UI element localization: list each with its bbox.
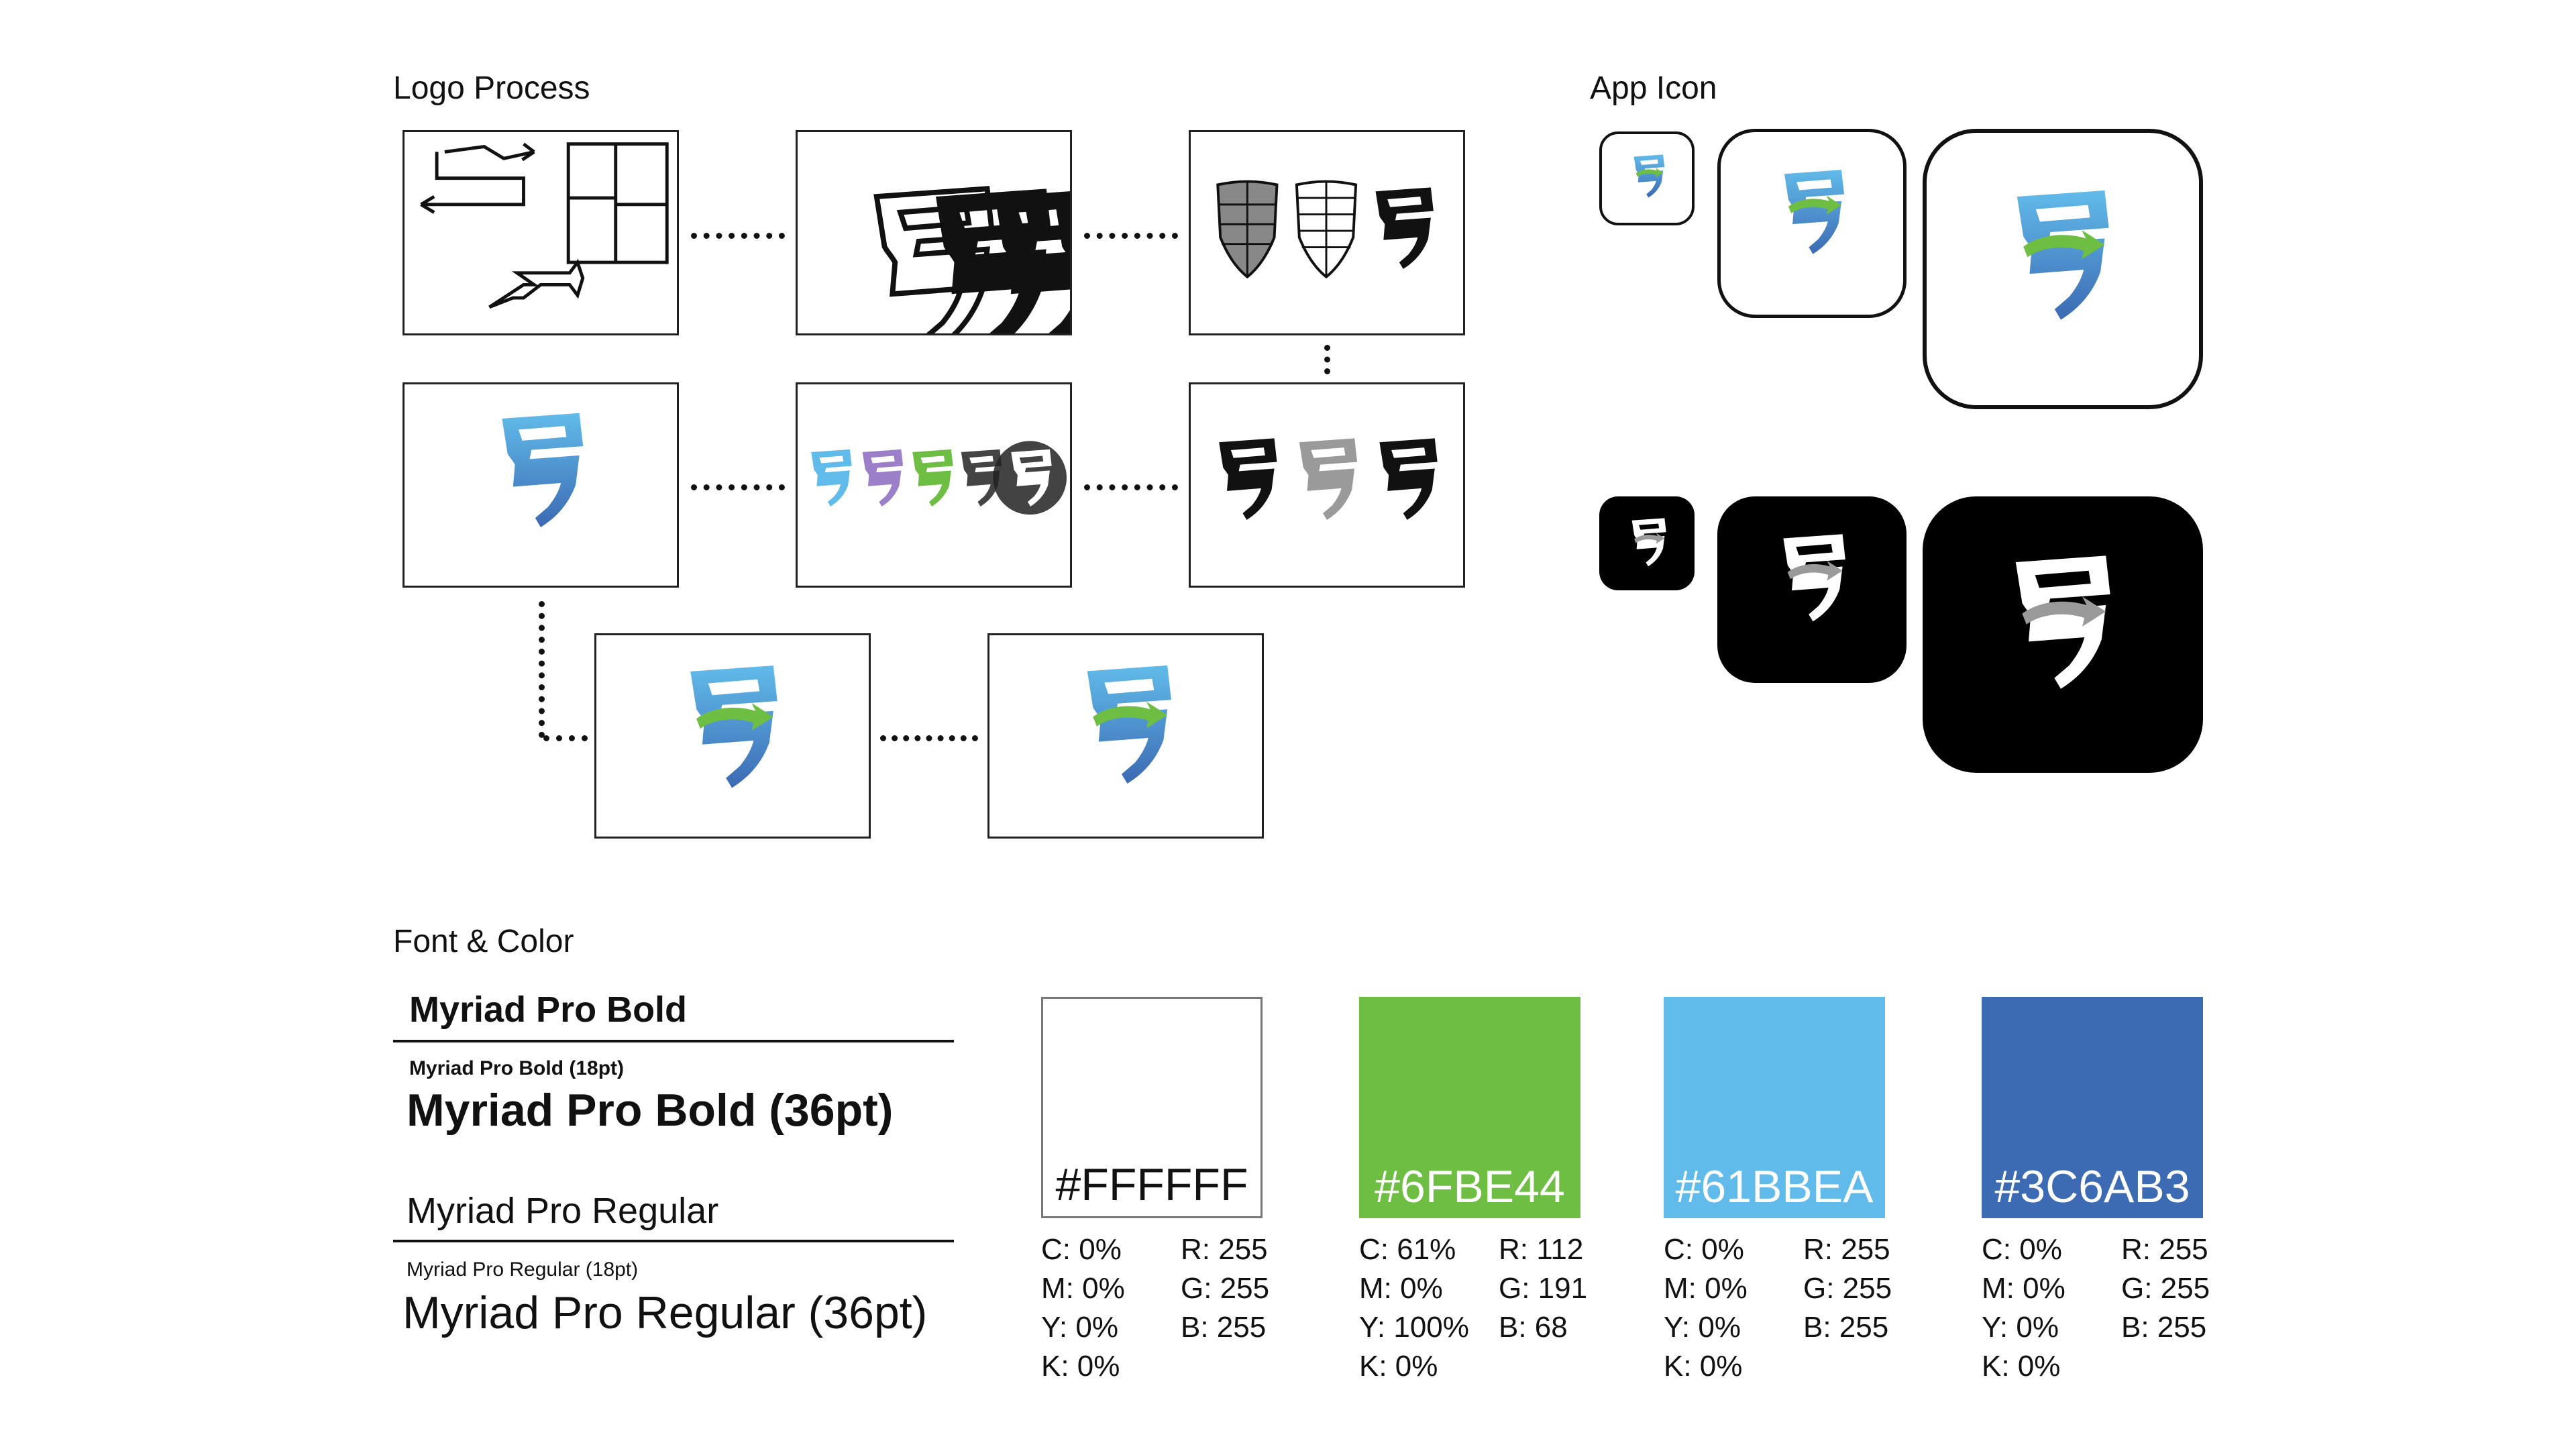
color-swatch: #FFFFFF: [1041, 997, 1263, 1218]
logo-process-title: Logo Process: [393, 70, 590, 106]
font-bold-18pt: Myriad Pro Bold (18pt): [409, 1057, 625, 1079]
connector-3-6: [1324, 345, 1330, 374]
rgb-value: G: 255: [1803, 1272, 1892, 1305]
cmyk-value: M: 0%: [1041, 1272, 1125, 1305]
connector-6-5: [1084, 484, 1178, 490]
connector-7-8: [880, 735, 978, 741]
rgb-value: G: 255: [2121, 1272, 2210, 1305]
font-regular-18pt: Myriad Pro Regular (18pt): [407, 1258, 639, 1281]
cmyk-value: M: 0%: [1664, 1272, 1748, 1305]
rgb-value: R: 255: [1181, 1233, 1268, 1266]
app-icon-black-medium: [1717, 496, 1907, 683]
connector-4-down: [539, 601, 545, 738]
swatch-cmyk: C: 0% M: 0% Y: 0% K: 0%: [1041, 1230, 1125, 1386]
color-swatch: #61BBEA: [1664, 997, 1885, 1218]
rgb-value: G: 191: [1499, 1272, 1588, 1305]
process-panel-sketch: [402, 130, 679, 335]
cmyk-value: Y: 0%: [1664, 1311, 1741, 1344]
app-icon-white-medium: [1717, 129, 1907, 318]
cmyk-value: K: 0%: [1982, 1350, 2061, 1383]
swatch-cmyk: C: 61% M: 0% Y: 100% K: 0%: [1359, 1230, 1469, 1386]
swatch-cmyk: C: 0% M: 0% Y: 0% K: 0%: [1982, 1230, 2065, 1386]
font-color-title: Font & Color: [393, 924, 574, 959]
process-panel-blue-s: [402, 382, 679, 588]
rgb-value: B: 255: [1181, 1311, 1267, 1344]
cmyk-value: Y: 0%: [1982, 1311, 2059, 1344]
process-panel-final-2: [987, 633, 1264, 839]
connector-1-2: [691, 233, 785, 239]
cmyk-value: C: 61%: [1359, 1233, 1456, 1266]
app-icon-black-small: [1599, 496, 1695, 590]
app-icon-white-small: [1599, 131, 1695, 225]
process-panel-mono: [1189, 382, 1465, 588]
color-swatch: #6FBE44: [1359, 997, 1580, 1218]
process-panel-final-1: [594, 633, 871, 839]
app-icon-white-large: [1923, 129, 2203, 409]
rgb-value: B: 255: [2121, 1311, 2207, 1344]
process-panel-color-variants: [796, 382, 1072, 588]
cmyk-value: Y: 100%: [1359, 1311, 1469, 1344]
cmyk-value: K: 0%: [1041, 1350, 1120, 1383]
cmyk-value: C: 0%: [1982, 1233, 2062, 1266]
cmyk-value: M: 0%: [1982, 1272, 2065, 1305]
swatch-rgb: R: 112 G: 191 B: 68: [1499, 1230, 1587, 1347]
rgb-value: B: 68: [1499, 1311, 1568, 1344]
swatch-hex-label: #6FBE44: [1375, 1161, 1565, 1212]
rgb-value: B: 255: [1803, 1311, 1889, 1344]
process-panel-striped: [1189, 130, 1465, 335]
font-bold-rule: [393, 1040, 954, 1042]
connector-to-7: [543, 735, 588, 741]
font-regular-rule: [393, 1240, 954, 1242]
swatch-hex-label: #61BBEA: [1675, 1161, 1874, 1212]
rgb-value: R: 112: [1499, 1233, 1584, 1266]
rgb-value: R: 255: [1803, 1233, 1890, 1266]
font-regular-36pt: Myriad Pro Regular (36pt): [402, 1287, 928, 1338]
font-regular-heading: Myriad Pro Regular: [407, 1191, 719, 1231]
color-swatch: #3C6AB3: [1982, 997, 2203, 1218]
cmyk-value: K: 0%: [1359, 1350, 1438, 1383]
font-bold-36pt: Myriad Pro Bold (36pt): [407, 1085, 894, 1136]
shield-s-logo-icon: [798, 132, 1070, 333]
sketch-arrows-icon: [420, 142, 669, 309]
swatch-cmyk: C: 0% M: 0% Y: 0% K: 0%: [1664, 1230, 1748, 1386]
cmyk-value: K: 0%: [1664, 1350, 1743, 1383]
cmyk-value: C: 0%: [1664, 1233, 1744, 1266]
swatch-hex-label: #3C6AB3: [1994, 1161, 2190, 1212]
font-bold-heading: Myriad Pro Bold: [409, 989, 688, 1030]
cmyk-value: Y: 0%: [1041, 1311, 1118, 1344]
swatch-rgb: R: 255 G: 255 B: 255: [1181, 1230, 1269, 1347]
connector-5-4: [691, 484, 785, 490]
rgb-value: R: 255: [2121, 1233, 2208, 1266]
cmyk-value: M: 0%: [1359, 1272, 1443, 1305]
swatch-hex-label: #FFFFFF: [1055, 1159, 1248, 1210]
shield-s-arrow-logo-icon: [690, 665, 777, 788]
cmyk-value: C: 0%: [1041, 1233, 1122, 1266]
process-panel-s-studies: [796, 130, 1072, 335]
app-icon-title: App Icon: [1590, 70, 1717, 106]
swatch-rgb: R: 255 G: 255 B: 255: [2121, 1230, 2210, 1347]
rgb-value: G: 255: [1181, 1272, 1270, 1305]
swatch-rgb: R: 255 G: 255 B: 255: [1803, 1230, 1892, 1347]
app-icon-black-large: [1923, 496, 2203, 773]
connector-2-3: [1084, 233, 1178, 239]
